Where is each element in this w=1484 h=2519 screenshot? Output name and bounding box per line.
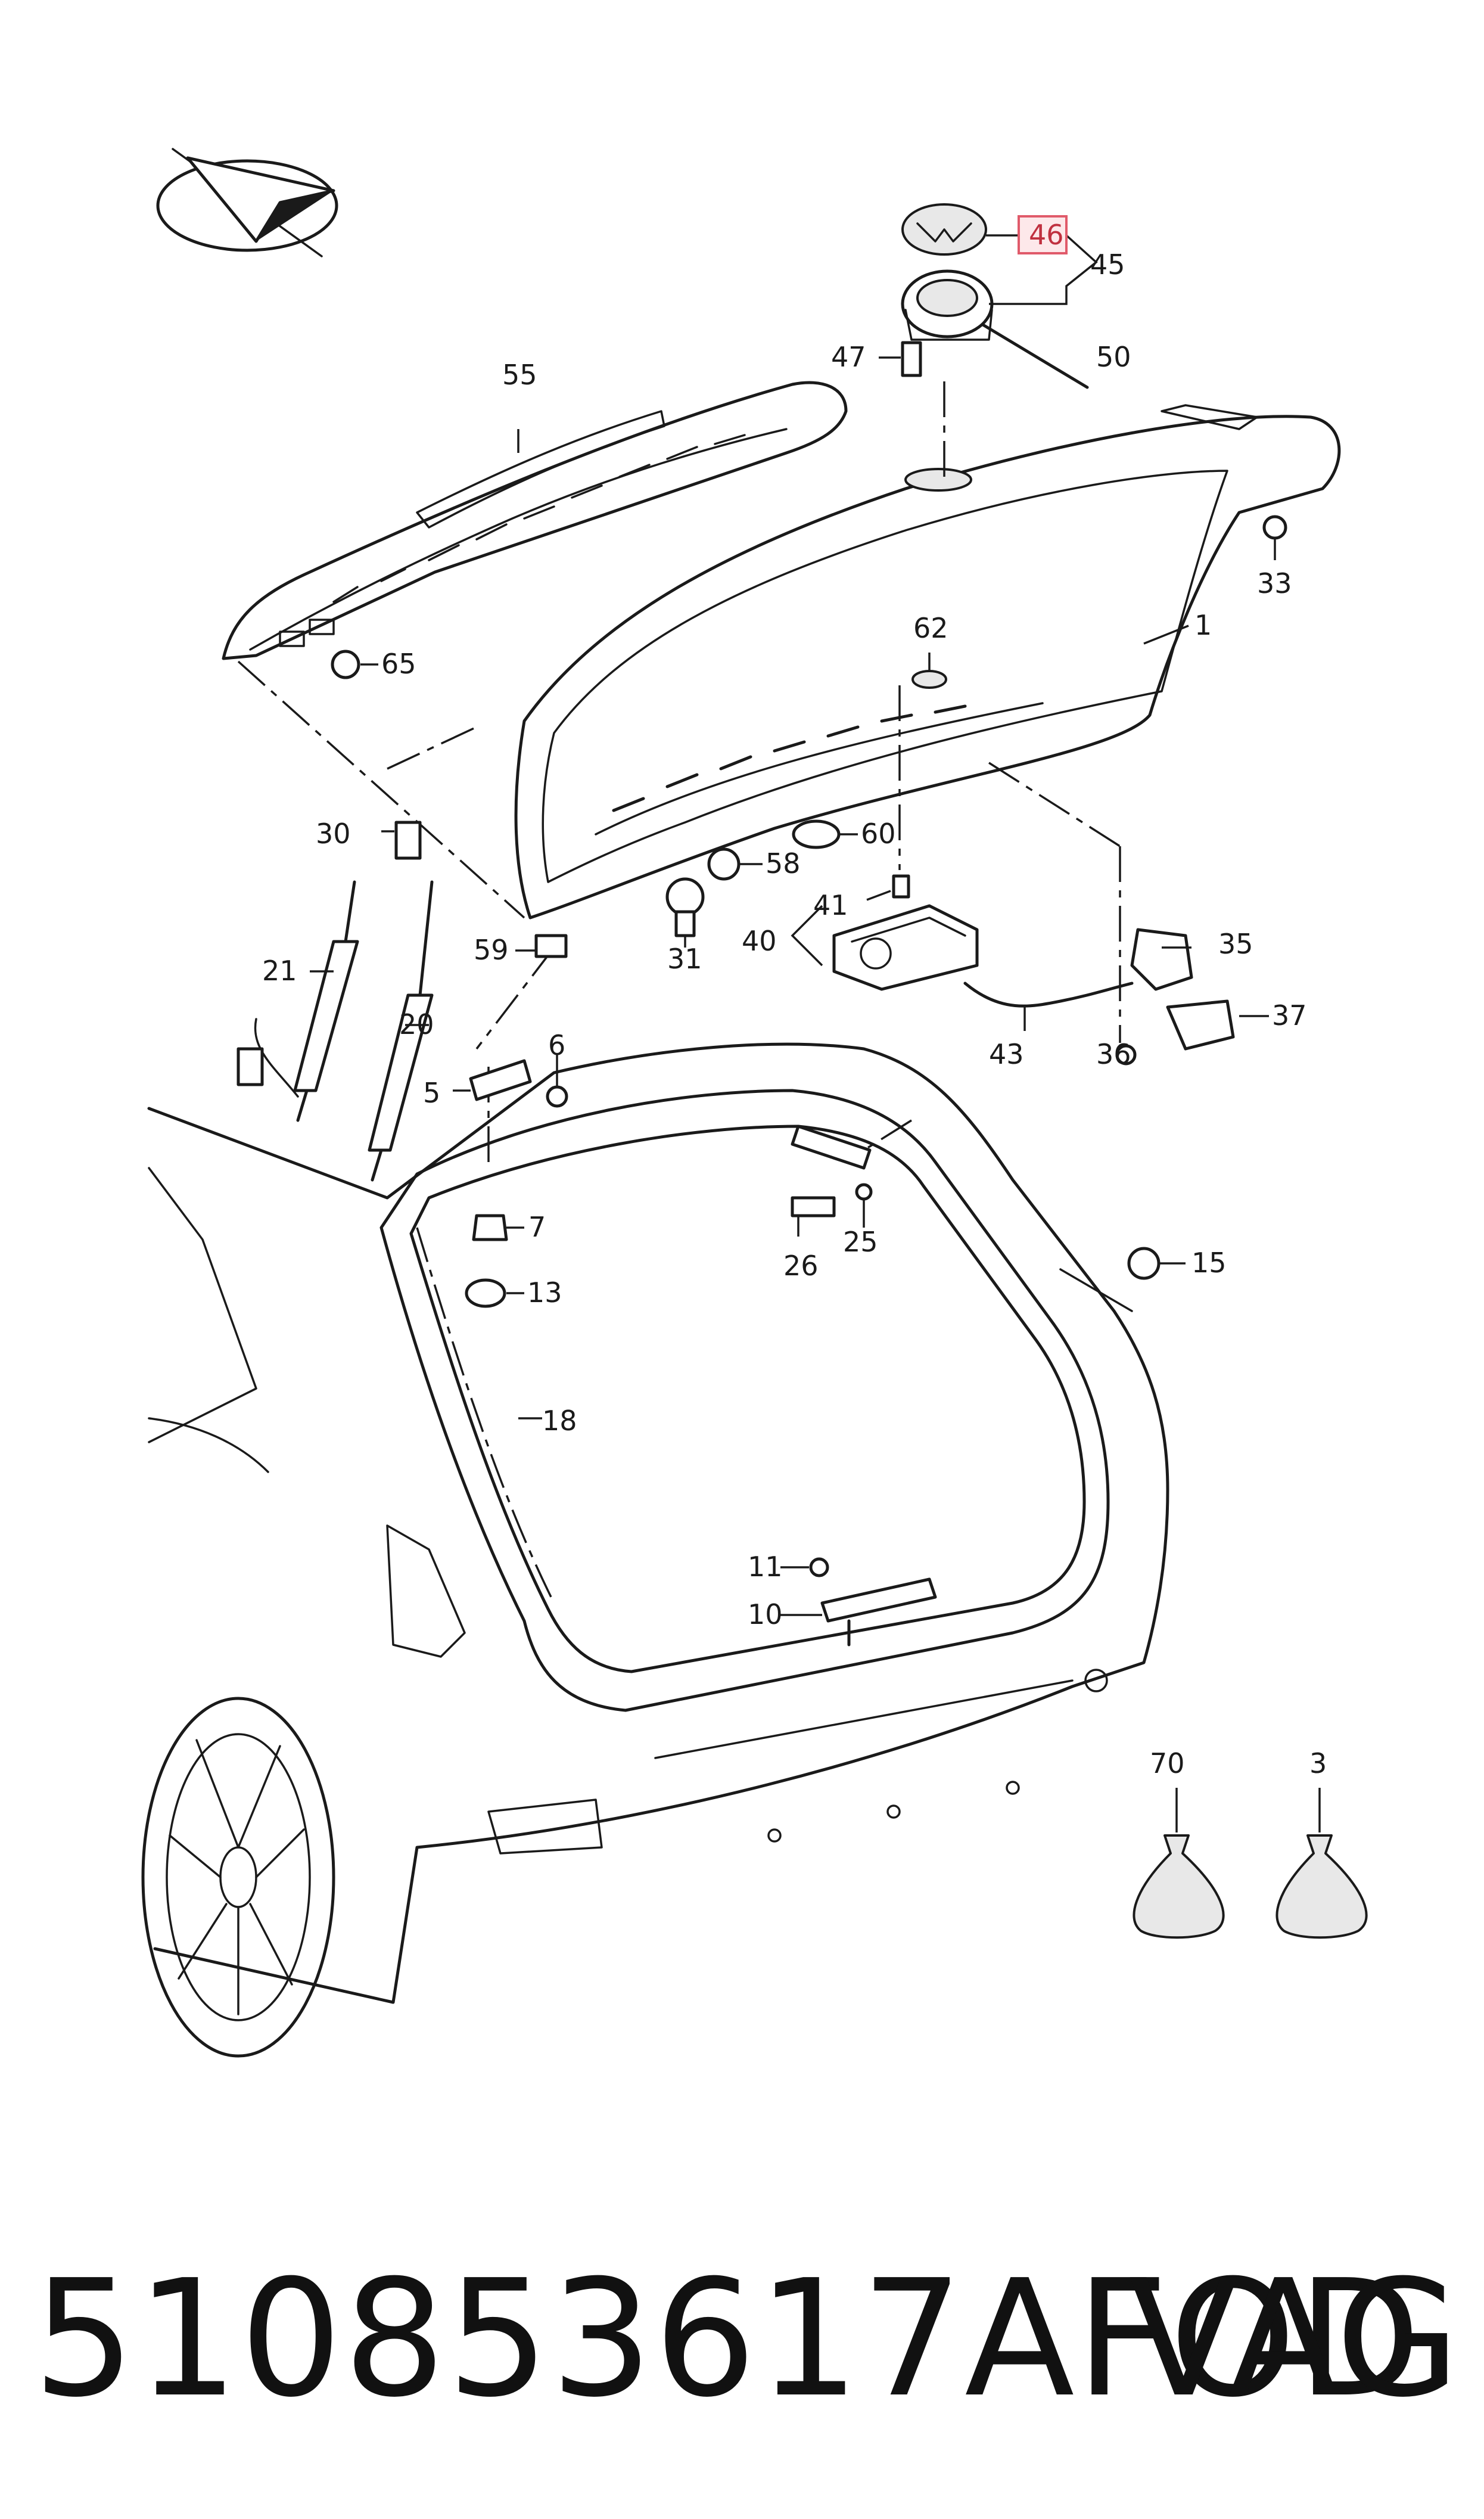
rear-spoiler [222,381,848,660]
callout-46[interactable]: 46 [1029,219,1064,251]
grommet-60 [792,819,858,849]
callout-58[interactable]: 58 [766,847,801,880]
callout-11[interactable]: 11 [748,1551,783,1583]
brand-label: VAG [1128,2245,1460,2433]
plug-62 [911,670,947,689]
nut-7 [472,1214,508,1241]
part-code: 510853617AFOD [33,2245,1423,2433]
cover-13 [465,1278,506,1308]
callout-33[interactable]: 33 [1257,567,1292,600]
clip-65 [331,650,378,679]
callout-62[interactable]: 62 [913,612,948,644]
handle-lock-unit [901,269,994,341]
callout-70[interactable]: 70 [1150,1747,1185,1779]
callout-55[interactable]: 55 [502,359,537,391]
callout-15[interactable]: 15 [1191,1247,1227,1279]
callout-20[interactable]: 20 [399,1008,434,1040]
callout-60[interactable]: 60 [861,818,896,850]
callout-31[interactable]: 31 [667,943,702,975]
cable-43 [963,981,1134,1008]
callout-7[interactable]: 7 [528,1211,546,1243]
hinge-5 [469,1059,568,1108]
callout-59[interactable]: 59 [474,934,509,966]
vw-emblem-icon [901,203,987,256]
orientation-arrow-icon [156,148,338,257]
callout-6[interactable]: 6 [548,1029,565,1061]
callout-50[interactable]: 50 [1096,341,1131,373]
callout-25[interactable]: 25 [843,1226,878,1258]
lock-40 [832,874,979,991]
latch-10 [809,1557,937,1647]
callout-65[interactable]: 65 [381,648,416,680]
callout-5[interactable]: 5 [423,1077,440,1109]
cap-33 [1262,515,1287,540]
callout-40[interactable]: 40 [742,925,777,957]
callout-47[interactable]: 47 [831,341,866,373]
callout-43[interactable]: 43 [989,1038,1024,1070]
striker-35-37 [1115,928,1235,1066]
callout-36[interactable]: 36 [1096,1038,1131,1070]
bolt-59 [515,934,568,958]
wheel [141,1697,335,2058]
callout-30[interactable]: 30 [316,818,351,850]
callout-21[interactable]: 21 [262,955,297,987]
callout-37[interactable]: 37 [1272,999,1307,1032]
bolt-47 [879,341,922,377]
nut-58 [707,847,763,881]
callout-45[interactable]: 45 [1090,249,1125,281]
gas-strut-21 [237,880,359,1122]
bracket-25 [791,1125,873,1201]
callout-35[interactable]: 35 [1218,928,1253,960]
buffer-15 [1127,1247,1161,1280]
leader-lines [310,234,1321,1832]
bolt-26 [791,1196,836,1217]
bag-icon [1133,1834,1225,1939]
callout-10[interactable]: 10 [748,1598,783,1630]
bag-icon [1275,1834,1368,1939]
tailgate [514,404,1341,920]
callout-46-highlight [1018,215,1068,254]
rod-50 [981,323,1089,389]
callout-13[interactable]: 13 [527,1276,562,1309]
vehicle-body [147,1042,1169,2004]
callout-41[interactable]: 41 [813,889,848,921]
buffer-31 [665,877,705,937]
callout-1[interactable]: 1 [1194,609,1212,641]
callout-3[interactable]: 3 [1309,1747,1327,1779]
ball-stud-30 [381,821,422,860]
callout-18[interactable]: 18 [542,1405,577,1437]
gas-strut-20 [368,880,434,1182]
callout-26[interactable]: 26 [783,1250,819,1282]
